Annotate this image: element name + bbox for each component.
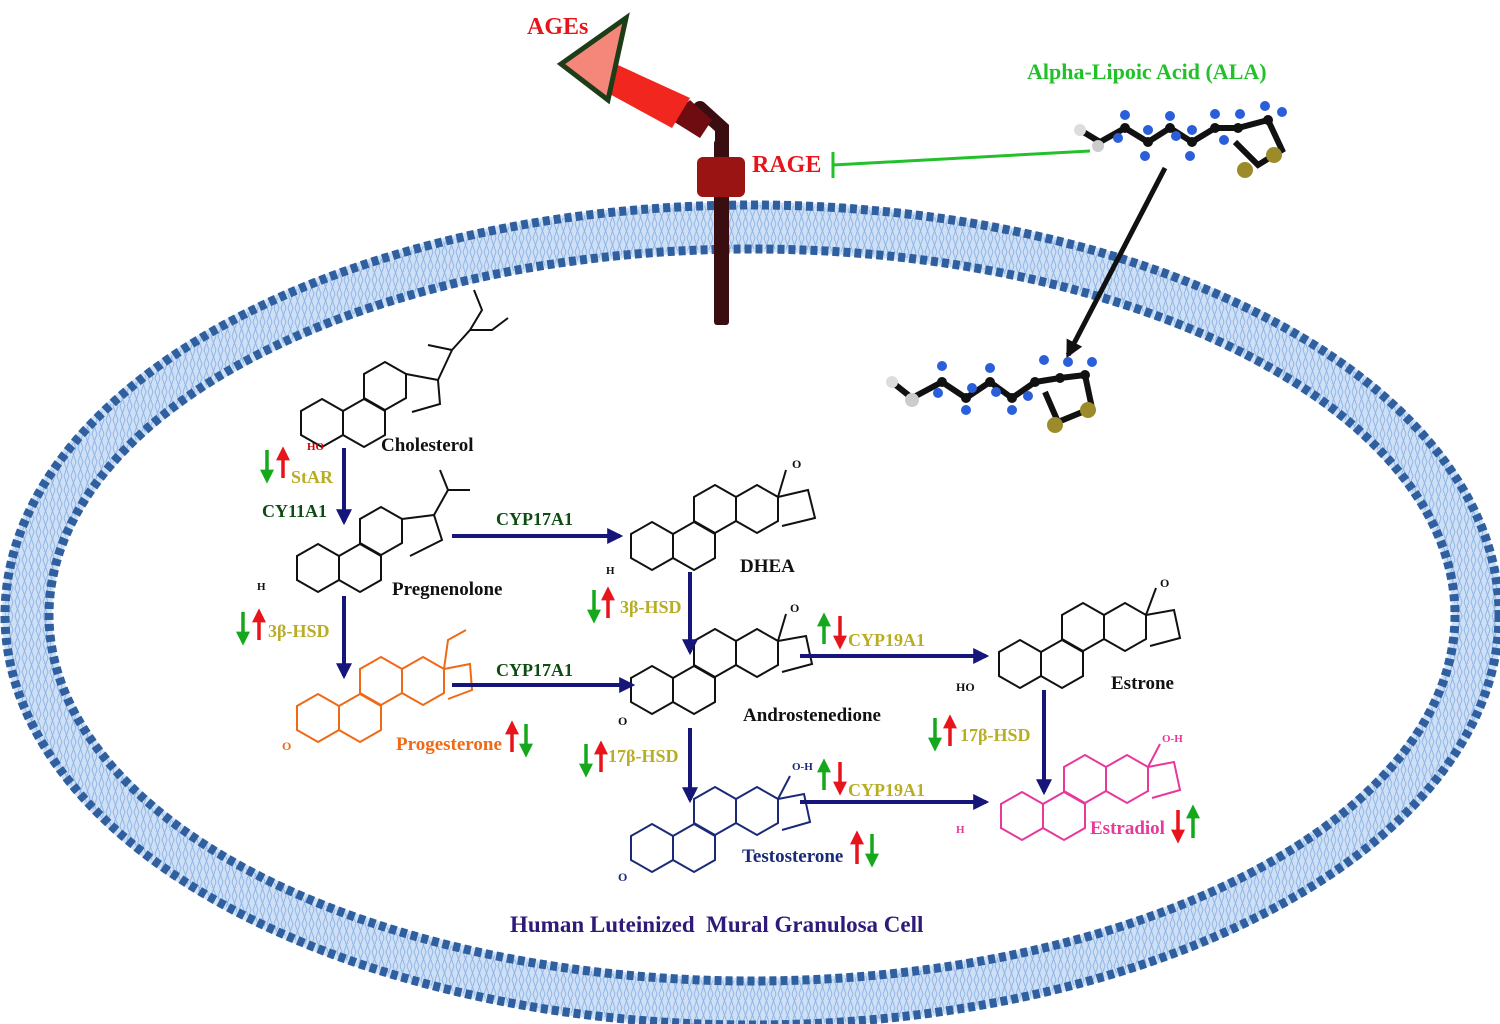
cholesterol-label: Cholesterol — [381, 435, 474, 456]
estradiol-label: Estradiol — [1090, 818, 1165, 839]
cell-membrane — [0, 200, 1500, 1024]
enzyme-cyp17a1-bottom: CYP17A1 — [496, 660, 573, 680]
enzyme-17bhsd-left: 17β-HSD — [608, 746, 679, 766]
rage-label: RAGE — [752, 152, 821, 178]
enzyme-3bhsd-left: 3β-HSD — [268, 621, 330, 641]
estrone-structure — [998, 587, 1182, 689]
testosterone-label: Testosterone — [742, 846, 843, 867]
androstenedione-o-label: O — [790, 601, 799, 615]
ala-inhibition — [831, 149, 1091, 178]
estradiol-h-label: H — [956, 824, 965, 836]
inner-head-layer — [44, 244, 1460, 986]
rage-receptor — [556, 12, 745, 325]
ala-entry-arrow — [1065, 166, 1168, 359]
cholesterol-ho-label: HO — [307, 441, 325, 453]
pregnenolone-structure — [296, 469, 470, 593]
ala-label: Alpha-Lipoic Acid (ALA) — [1027, 59, 1267, 84]
rage-block — [697, 157, 745, 197]
cholesterol-structure — [300, 289, 509, 448]
ages-label: AGEs — [527, 14, 588, 40]
enzyme-cyp19a1-bottom: CYP19A1 — [848, 780, 925, 800]
enzyme-cyp17a1-top: CYP17A1 — [496, 509, 573, 529]
enzyme-star: StAR — [291, 467, 334, 487]
progesterone-label: Progesterone — [396, 734, 502, 755]
outer-head-layer — [0, 200, 1500, 1024]
enzyme-cyp19a1-top: CYP19A1 — [848, 630, 925, 650]
pregnenolone-h-label: H — [257, 581, 266, 593]
enzyme-cyp11a1: CY11A1 — [262, 501, 327, 521]
pregnenolone-label: Pregnenolone — [392, 579, 502, 600]
progesterone-structure — [296, 629, 474, 743]
estrone-o-label: O — [1160, 576, 1169, 590]
testosterone-structure — [630, 775, 812, 873]
enzyme-3bhsd-right: 3β-HSD — [620, 597, 682, 617]
regulation-arrows — [236, 446, 1200, 868]
androstenedione-structure — [630, 613, 814, 715]
dhea-structure — [630, 469, 817, 571]
estradiol-structure — [1000, 743, 1182, 841]
testosterone-oh-label: O-H — [792, 761, 813, 773]
testosterone-o-label: O — [618, 870, 627, 884]
pathway-arrows — [336, 448, 1052, 810]
dhea-h-label: H — [606, 565, 615, 577]
dhea-o-label: O — [792, 457, 801, 471]
enzyme-17bhsd-right: 17β-HSD — [960, 725, 1031, 745]
dhea-label: DHEA — [740, 556, 795, 577]
ala-molecule-outside — [1074, 101, 1287, 178]
progesterone-o-label: O — [282, 739, 291, 753]
estrone-label: Estrone — [1111, 673, 1174, 694]
ala-molecule-inside — [886, 355, 1097, 433]
cell-label: Human Luteinized Mural Granulosa Cell — [510, 912, 923, 937]
estradiol-oh-label: O-H — [1162, 733, 1183, 745]
androstenedione-label: Androstenedione — [743, 705, 881, 726]
androstenedione-o2-label: O — [618, 714, 627, 728]
estrone-ho-label: HO — [956, 680, 975, 694]
ages-triangle — [556, 12, 630, 105]
